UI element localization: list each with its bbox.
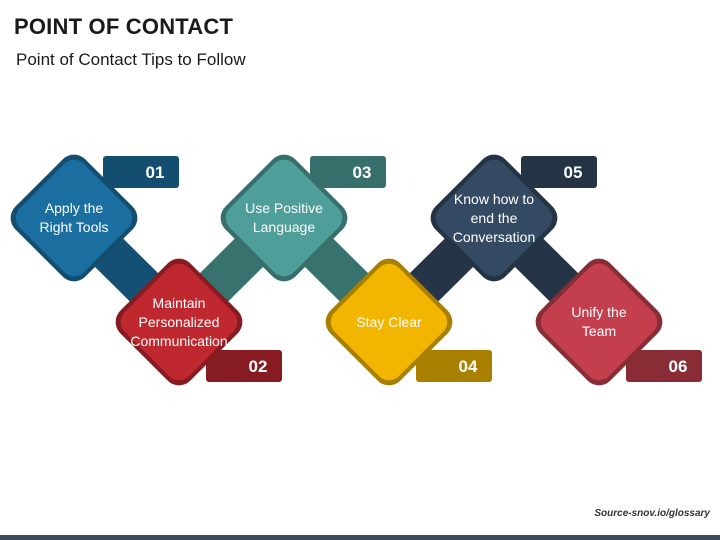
step-05-diamond xyxy=(430,154,558,282)
step-06-tag: 06 xyxy=(626,350,702,382)
step-03-diamond xyxy=(220,154,348,282)
step-05-tag: 05 xyxy=(521,156,597,188)
step-03-label-line: Language xyxy=(252,219,316,235)
page-title: POINT OF CONTACT xyxy=(14,14,234,39)
page-subtitle: Point of Contact Tips to Follow xyxy=(16,50,246,69)
step-05-label-line: end the xyxy=(470,209,518,226)
step-05-label-line: Conversation xyxy=(452,228,536,245)
step-02-number: 02 xyxy=(249,357,268,376)
source-note: Source-snov.io/glossary xyxy=(594,508,710,519)
step-02-label-line: Communication xyxy=(130,332,228,349)
step-01-tag: 01 xyxy=(103,156,179,188)
step-04-label: Stay Clear xyxy=(329,313,449,332)
step-06-diamond xyxy=(535,258,663,386)
step-03-tag: 03 xyxy=(310,156,386,188)
step-02-diamond xyxy=(115,258,243,386)
step-03-number: 03 xyxy=(353,163,372,182)
step-06-label-line: Team xyxy=(581,323,617,339)
step-05-number: 05 xyxy=(564,163,583,182)
step-04-tag: 04 xyxy=(416,350,492,382)
step-01-label-line: Apply the xyxy=(44,200,104,216)
step-01-diamond xyxy=(10,154,138,282)
step-02-label-line: Personalized xyxy=(138,313,220,330)
step-01-label-line: Right Tools xyxy=(39,219,109,235)
step-03-label-line: Use Positive xyxy=(245,200,323,216)
step-02-label-line: Maintain xyxy=(152,294,206,311)
bottom-bar xyxy=(0,535,720,540)
step-06-number: 06 xyxy=(669,357,688,376)
step-02-tag: 02 xyxy=(206,350,282,382)
step-05-label-line: Know how to xyxy=(453,190,535,207)
step-04-label-line: Stay Clear xyxy=(356,313,422,330)
step-04-number: 04 xyxy=(459,357,478,376)
step-04-diamond xyxy=(325,258,453,386)
step-01-number: 01 xyxy=(146,163,165,182)
step-06-label-line: Unify the xyxy=(571,304,627,320)
